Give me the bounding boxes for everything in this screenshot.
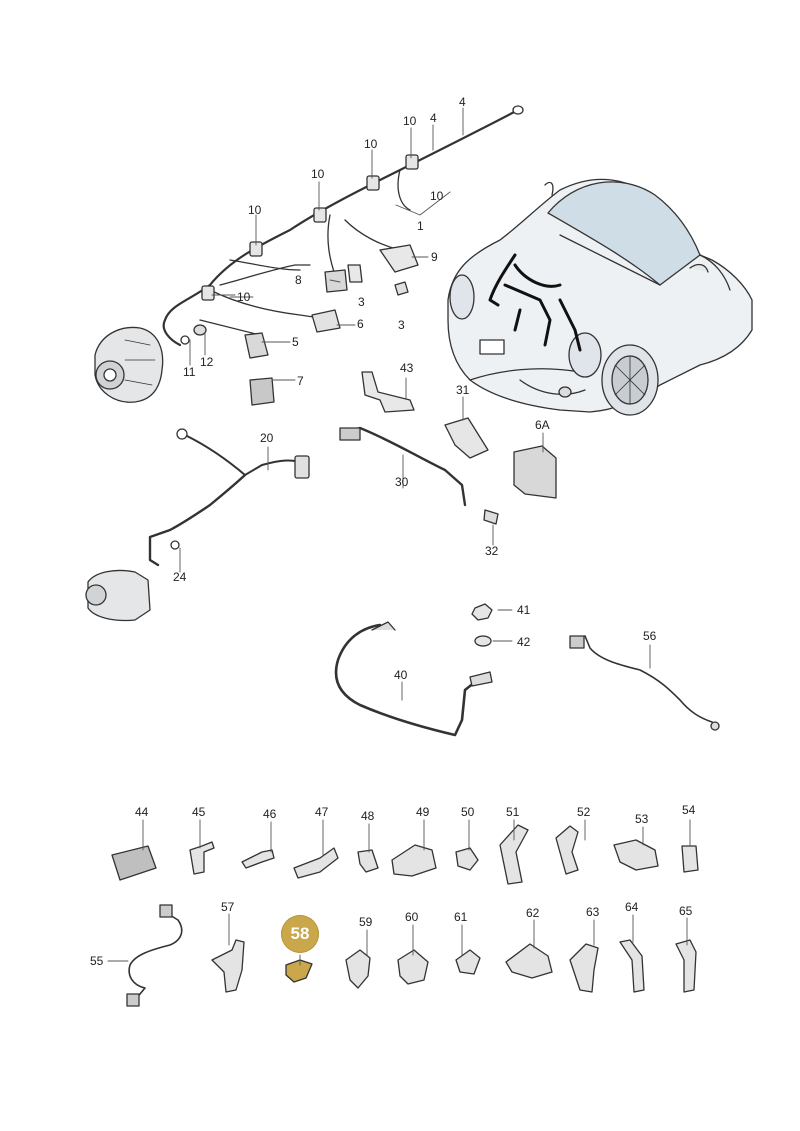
starter-cable (85, 428, 310, 622)
callout-10: 10 (248, 203, 262, 217)
callout-11: 11 (183, 365, 196, 379)
callout-31: 31 (456, 383, 470, 397)
callout-20: 20 (260, 431, 274, 445)
callout-6: 6 (357, 317, 364, 331)
callout-57: 57 (221, 900, 235, 914)
callout-4: 4 (430, 111, 437, 125)
callout-65: 65 (679, 904, 693, 918)
callout-52: 52 (577, 805, 591, 819)
callout-10: 10 (403, 114, 417, 128)
callout-49: 49 (416, 805, 430, 819)
callout-63: 63 (586, 905, 600, 919)
callout-3: 3 (358, 295, 365, 309)
callout-48: 48 (361, 809, 375, 823)
callout-47: 47 (315, 805, 329, 819)
callout-43: 43 (400, 361, 414, 375)
sensor-cable-56 (569, 635, 720, 731)
callout-53: 53 (635, 812, 649, 826)
callout-10: 10 (311, 167, 325, 181)
callout-56: 56 (643, 629, 657, 643)
callout-40: 40 (394, 668, 408, 682)
callout-7: 7 (297, 374, 304, 388)
small-parts-row-1 (111, 824, 699, 885)
callout-41: 41 (517, 603, 531, 617)
cover-plate-6a (513, 445, 557, 499)
sensor-cable-55 (126, 904, 183, 1007)
callout-44: 44 (135, 805, 149, 819)
callout-51: 51 (506, 805, 520, 819)
callout-32: 32 (485, 544, 499, 558)
highlight-badge-58: 58 (281, 915, 319, 953)
callout-8: 8 (295, 273, 302, 287)
callout-10: 10 (364, 137, 378, 151)
callout-64: 64 (625, 900, 639, 914)
callout-46: 46 (263, 807, 277, 821)
car-illustration (447, 178, 753, 416)
battery-cable (339, 426, 499, 525)
callout-61: 61 (454, 910, 468, 924)
callout-9: 9 (431, 250, 438, 264)
callout-54: 54 (682, 803, 696, 817)
callout-24: 24 (173, 570, 187, 584)
callout-10: 10 (237, 290, 251, 304)
bracket-31 (444, 417, 489, 459)
callout-12: 12 (200, 355, 214, 369)
bracket-43 (361, 371, 415, 413)
callout-59: 59 (359, 915, 373, 929)
engine-wiring-harness (162, 105, 524, 406)
callout-30: 30 (395, 475, 409, 489)
callout-4: 4 (459, 95, 466, 109)
callout-1: 1 (417, 219, 424, 233)
small-parts-row-2 (211, 939, 697, 993)
callout-45: 45 (192, 805, 206, 819)
callout-62: 62 (526, 906, 540, 920)
callout-3: 3 (398, 318, 405, 332)
callout-42: 42 (517, 635, 531, 649)
ground-cable (334, 603, 493, 737)
callout-50: 50 (461, 805, 475, 819)
callout-55: 55 (90, 954, 104, 968)
callout-10: 10 (430, 189, 444, 203)
callout-5: 5 (292, 335, 299, 349)
callout-60: 60 (405, 910, 419, 924)
callout-6a: 6A (535, 418, 550, 432)
alternator-illustration (94, 326, 164, 403)
